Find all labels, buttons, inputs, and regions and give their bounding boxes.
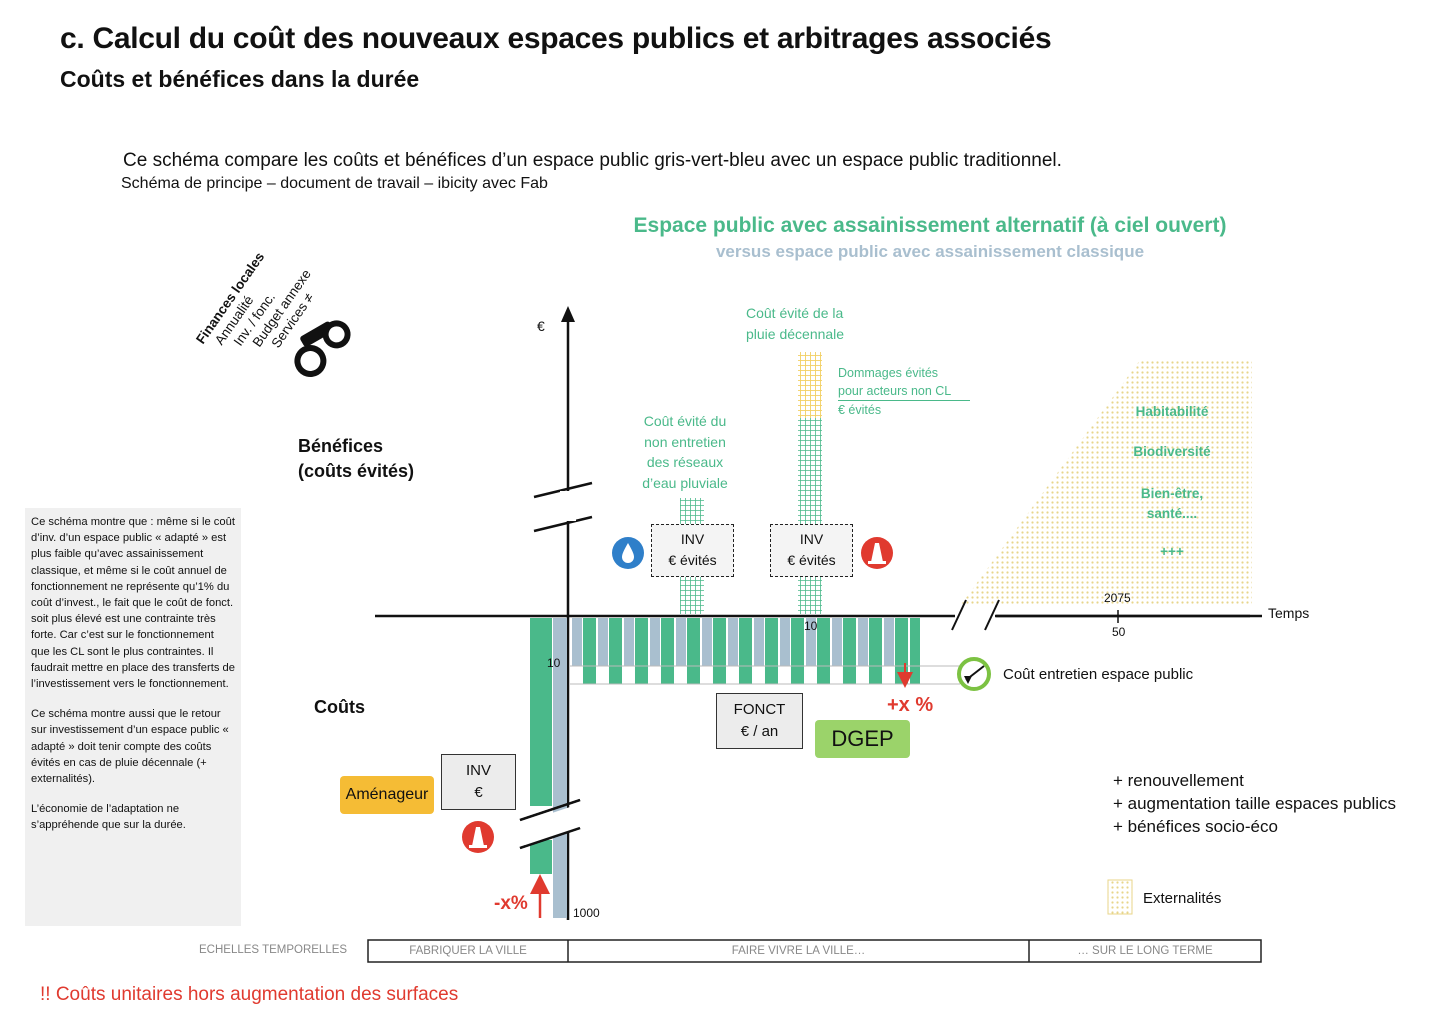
externalities-list: Habitabilité Biodiversité Bien-être, san…: [1110, 404, 1234, 559]
traffic-cone-icon: [462, 821, 494, 853]
amenageur-tag: Aménageur: [340, 776, 434, 814]
binoculars-icon: [294, 320, 351, 377]
timeline-segment: … SUR LE LONG TERME: [1077, 945, 1213, 957]
box-line: INV: [465, 762, 491, 779]
externalities-swatch: [1108, 880, 1132, 914]
label-line: Coût évité du: [643, 413, 727, 429]
externalities-area: [960, 360, 1252, 606]
factor-item: + bénéfices socio-éco: [1113, 817, 1278, 836]
fonct-box: FONCT € / an: [716, 693, 803, 749]
label-line: des réseaux: [646, 454, 724, 470]
tick-10-left: 10: [547, 656, 561, 670]
factor-item: + augmentation taille espaces publics: [1113, 794, 1397, 813]
box-line: INV: [680, 531, 705, 547]
diagram-title: Espace public avec assainissement altern…: [633, 214, 1227, 237]
box-line: FONCT: [733, 701, 786, 718]
intro-note: Schéma de principe – document de travail…: [121, 175, 548, 192]
label-line: non entretien: [644, 433, 726, 450]
box-line: €: [474, 784, 483, 801]
minus-x-percent: -x%: [494, 893, 528, 914]
box-line: € évités: [787, 552, 836, 568]
plus-x-percent: +x %: [887, 694, 934, 716]
box-line: € / an: [740, 723, 779, 740]
factor-item: + renouvellement: [1113, 771, 1244, 790]
footer-alert: !! Coûts unitaires hors augmentation des…: [40, 984, 459, 1005]
externality-item: santé....: [1146, 506, 1198, 521]
year-2075: 2075: [1104, 591, 1131, 605]
externalities-legend-label: Externalités: [1143, 890, 1222, 907]
avoided-damages-label: Dommages évités pour acteurs non CL € év…: [838, 364, 970, 419]
dgep-tag: DGEP: [815, 720, 910, 758]
diagram-subtitle: versus espace public avec assainissement…: [715, 242, 1145, 261]
costs-label: Coûts: [314, 697, 365, 717]
side-explanation: Ce schéma montre que : même si le coût d…: [25, 508, 241, 926]
label-line: d’eau pluviale: [642, 474, 728, 491]
timeline-segment: FAIRE VIVRE LA VILLE…: [731, 945, 866, 957]
timeline-bar: [367, 939, 1262, 963]
benefits-label-line: Bénéfices: [298, 436, 384, 456]
inv-avoided-box: INV € évités: [651, 524, 734, 577]
timeline-segment: FABRIQUER LA VILLE: [409, 945, 527, 957]
label-line: € évités: [838, 403, 882, 417]
y-axis-arrow: [561, 306, 575, 322]
benefits-label-line: (coûts évités): [298, 461, 415, 481]
side-paragraph: Ce schéma montre que : même si le coût d…: [31, 516, 235, 691]
inv-avoided-box: INV € évités: [770, 524, 853, 577]
page-title: c. Calcul du coût des nouveaux espaces p…: [60, 22, 1052, 55]
avoided-rain-cost-bar: [798, 418, 822, 614]
label-line: Dommages évités: [838, 366, 939, 380]
inv-bar-green: [530, 618, 552, 806]
water-drop-icon: [612, 537, 644, 569]
tick-50: 50: [1112, 625, 1126, 639]
euro-label: €: [537, 318, 545, 334]
externality-item: Bien-être,: [1140, 486, 1204, 501]
avoided-damages-bar: [798, 352, 822, 418]
box-line: € évités: [668, 552, 717, 568]
label-line: Coût évité de la: [746, 305, 844, 321]
traffic-cone-icon: [861, 537, 893, 569]
timeline-label: ECHELLES TEMPORELLES: [199, 944, 348, 956]
time-label: Temps: [1268, 605, 1310, 621]
maintenance-cost-label: Coût entretien espace public: [1003, 666, 1194, 683]
broom-icon: [957, 657, 991, 691]
additional-factors-list: + renouvellement + augmentation taille e…: [1113, 769, 1396, 838]
avoided-rain-label: Coût évité de la pluie décennale: [746, 303, 844, 344]
benefits-label: Bénéfices (coûts évités): [298, 434, 414, 484]
externality-item: Biodiversité: [1133, 444, 1211, 459]
inv-box: INV €: [441, 754, 516, 810]
inv-bar-classic: [553, 618, 567, 918]
label-line: pluie décennale: [746, 325, 845, 342]
side-paragraph: L’économie de l’adaptation ne s’appréhen…: [31, 803, 186, 832]
externality-item: Habitabilité: [1135, 404, 1209, 419]
box-line: INV: [799, 531, 824, 547]
externality-item: +++: [1160, 544, 1184, 559]
tick-10-top: 10: [804, 619, 818, 633]
operating-cost-bars: [572, 618, 920, 684]
avoided-network-label: Coût évité du non entretien des réseaux …: [625, 411, 745, 493]
tick-1000: 1000: [573, 906, 600, 920]
intro-text: Ce schéma compare les coûts et bénéfices…: [123, 150, 1062, 171]
page-subtitle: Coûts et bénéfices dans la durée: [60, 66, 420, 92]
label-line: pour acteurs non CL: [838, 382, 970, 401]
side-paragraph: Ce schéma montre aussi que le retour sur…: [31, 708, 229, 786]
